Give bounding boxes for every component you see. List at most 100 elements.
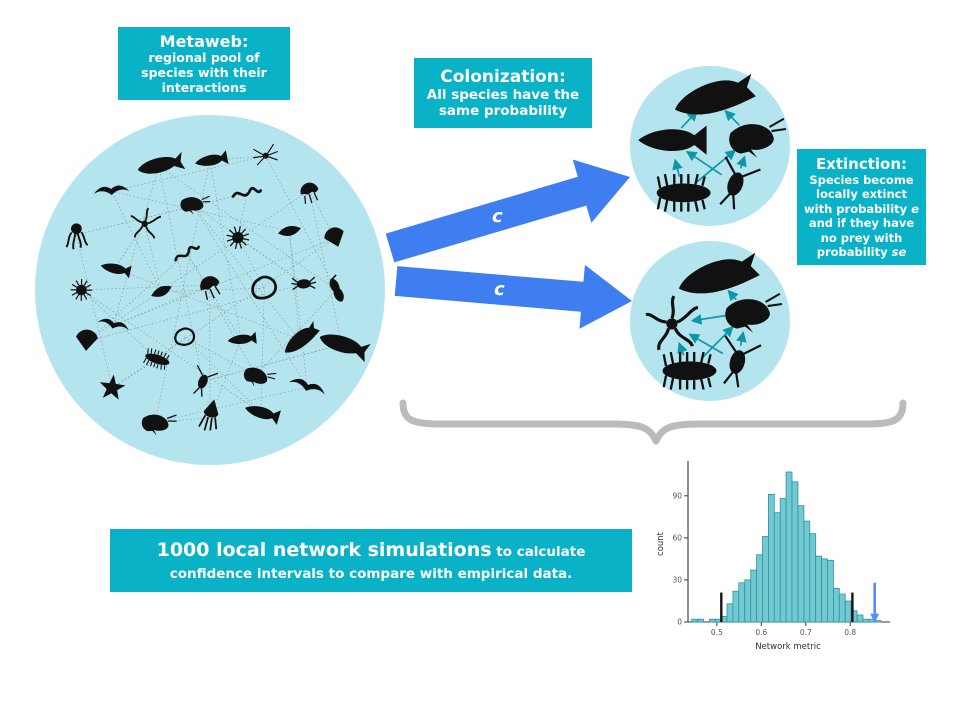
species-krill-silhouette	[141, 414, 177, 436]
metaweb-network-figure	[34, 114, 386, 466]
extinction-body: Species become locally extinct with prob…	[800, 173, 923, 259]
feeding-link-arrow	[695, 149, 737, 183]
metaweb-title: Metaweb:	[159, 32, 249, 51]
species-amphipod-silhouette	[243, 367, 277, 387]
y-tick-label: 90	[672, 491, 682, 500]
colonization-rate-label-bottom: c	[494, 279, 505, 300]
hist-xlabel: Network metric	[755, 642, 821, 652]
species-toothfish-silhouette	[195, 150, 229, 166]
species-nemertean-worm-silhouette	[174, 245, 200, 262]
species-silverfish-silhouette	[100, 263, 132, 279]
histogram-bar	[856, 614, 864, 623]
brace-path	[399, 399, 907, 445]
extinction-param: se	[891, 244, 907, 259]
species-squid-silhouette	[198, 399, 219, 431]
species-starfish-silhouette	[99, 374, 126, 400]
feeding-link-arrow	[690, 313, 731, 325]
species-polychaete-worm-silhouette	[231, 186, 263, 198]
hist-ylabel: count	[656, 531, 666, 556]
species-jellyfish-silhouette	[300, 182, 319, 204]
species-isopod-silhouette	[143, 348, 170, 370]
species-sea-spider-silhouette	[252, 143, 278, 166]
species-penguin-silhouette	[329, 274, 344, 302]
histogram-bar	[803, 520, 811, 623]
species-crab-silhouette	[291, 276, 317, 291]
histogram-bar	[762, 536, 769, 623]
colonization-body: All species have the same probability	[426, 87, 580, 120]
y-tick-label: 60	[672, 533, 682, 542]
extinction-text: Species become locally extinct with prob…	[804, 173, 914, 216]
species-brittle-star-silhouette	[645, 295, 699, 351]
histogram-bar	[815, 555, 822, 623]
species-salp-silhouette	[278, 225, 301, 237]
x-tick-label: 0.5	[711, 628, 723, 637]
species-shrimp-silhouette	[180, 195, 211, 215]
feeding-link-arrow	[736, 331, 747, 346]
histogram-bar	[768, 494, 775, 623]
species-sea-urchin-silhouette	[70, 279, 93, 301]
histogram-bar	[797, 505, 805, 623]
histogram-bar	[862, 618, 870, 623]
species-orca-silhouette	[137, 151, 186, 174]
species-sea-cucumber-silhouette	[151, 285, 172, 297]
species-isopod-silhouette	[656, 173, 711, 212]
local-web-top-figure	[629, 65, 791, 227]
species-seal-silhouette	[285, 321, 320, 353]
extinction-param: e	[911, 201, 919, 216]
histogram-bar	[827, 559, 834, 623]
feeding-link-arrow	[724, 109, 740, 126]
colonization-title: Colonization:	[440, 67, 566, 87]
extinction-text: and if they have no prey with probabilit…	[808, 216, 915, 259]
metaweb-box: Metaweb: regional pool of species with t…	[118, 27, 290, 101]
histogram-bar	[708, 618, 716, 623]
species-skua-silhouette	[93, 185, 130, 195]
species-krill-silhouette	[725, 292, 783, 333]
feeding-link-arrow	[688, 333, 724, 355]
species-copepod-silhouette	[719, 156, 761, 210]
x-tick-label: 0.6	[755, 628, 767, 637]
species-ctenophore-silhouette	[200, 276, 221, 300]
species-anemone-silhouette	[226, 226, 250, 249]
simulations-rest: to calculate confidence intervals to com…	[169, 544, 586, 582]
species-copepod-silhouette	[723, 335, 762, 388]
species-sponge-silhouette	[174, 327, 196, 346]
x-tick-label: 0.7	[800, 628, 812, 637]
species-copepod-silhouette	[193, 364, 219, 397]
histogram-bar	[691, 618, 698, 623]
species-octopus-silhouette	[65, 223, 89, 250]
extinction-title: Extinction:	[815, 155, 908, 173]
histogram-bar	[809, 533, 817, 623]
species-icefish-silhouette	[245, 406, 281, 425]
simulations-box: 1000 local network simulations to calcul…	[110, 529, 632, 592]
colonization-arrow-top	[385, 159, 630, 263]
feeding-link-arrow	[727, 289, 739, 302]
histogram-bar	[750, 569, 757, 623]
species-lanternfish-silhouette	[227, 331, 257, 344]
histogram-bar	[756, 554, 763, 623]
x-tick-label: 0.8	[844, 628, 856, 637]
species-albatross-silhouette	[288, 378, 325, 395]
histogram-bar	[773, 512, 781, 623]
metaweb-body: regional pool of species with their inte…	[141, 50, 267, 95]
species-seal-silhouette	[675, 73, 756, 115]
colonization-arrows-figure: cc	[385, 159, 632, 329]
species-bryozoan-silhouette	[251, 275, 278, 300]
species-seal-silhouette	[678, 252, 760, 294]
histogram-bar	[738, 582, 746, 623]
brace	[399, 399, 907, 445]
species-limpet-silhouette	[76, 329, 98, 351]
histogram-bar	[832, 587, 840, 623]
extinction-box: Extinction: Species become locally extin…	[797, 149, 926, 266]
simulations-lead: 1000 local network simulations	[156, 539, 492, 561]
feeding-link-arrow	[677, 341, 688, 356]
species-brittle-star-silhouette	[130, 207, 162, 239]
species-petrel-silhouette	[97, 318, 129, 331]
histogram-bar	[821, 558, 828, 623]
colonization-arrow-bottom	[394, 264, 632, 329]
histogram-bar	[697, 618, 704, 623]
histogram-bar	[726, 603, 734, 623]
colonization-rate-label-top: c	[492, 206, 503, 227]
species-whale-silhouette	[319, 334, 371, 363]
